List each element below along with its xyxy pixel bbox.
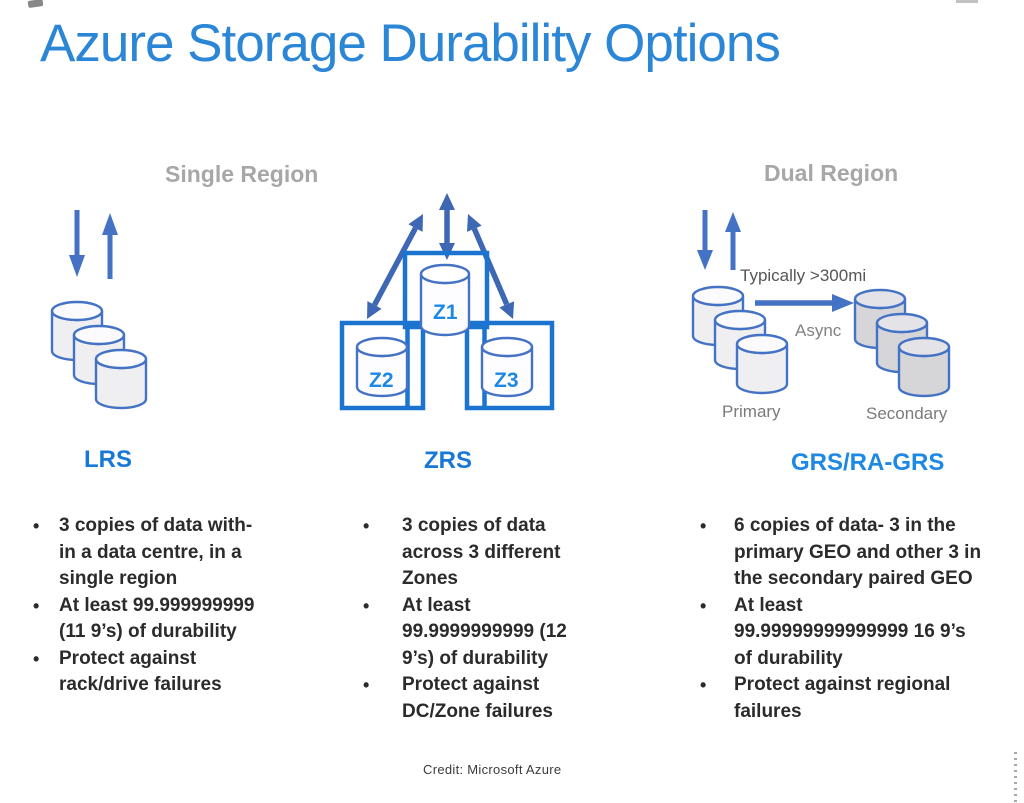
lrs-bullet-list: 3 copies of data with- in a data centre,… (30, 513, 320, 699)
storage-cylinder-stack-secondary (853, 288, 951, 398)
zone1-cylinder (419, 263, 471, 337)
zone-replication-arrows-icon (367, 193, 515, 319)
bullet-text: 3 copies of data across 3 different Zone… (402, 515, 561, 589)
lrs-diagram (50, 210, 148, 410)
bullet-text: At least 99.99999999999999 16 9’s of dur… (734, 594, 966, 669)
async-replication-arrow-icon (755, 294, 854, 312)
bullet-text: Protect against regional failures (734, 674, 951, 722)
lrs-label: LRS (84, 446, 132, 473)
zone3-box (464, 320, 555, 411)
bullet-item: Protect against rack/drive failures (30, 646, 320, 699)
zone3-label: Z3 (494, 369, 519, 392)
write-read-arrows-icon (69, 210, 118, 279)
storage-cylinder-stack-lrs (50, 300, 148, 410)
write-read-arrows-icon (697, 210, 741, 270)
bullet-item: 3 copies of data with- in a data centre,… (30, 513, 320, 593)
grs-label: GRS/RA-GRS (791, 449, 945, 476)
grs-diagram (691, 210, 951, 398)
storage-cylinder (735, 333, 789, 395)
grs-bullet-list: 6 copies of data- 3 in the primary GEO a… (697, 513, 1007, 725)
bullet-text: Protect against rack/drive failures (59, 647, 222, 696)
storage-cylinder (94, 348, 148, 410)
bullet-item: At least 99.999999999 (11 9’s) of durabi… (30, 593, 320, 646)
zrs-label: ZRS (424, 447, 472, 474)
dual-region-header: Dual Region (764, 160, 899, 186)
bullet-text: 6 copies of data- 3 in the primary GEO a… (734, 515, 982, 589)
bullet-item: Protect against regional failures (697, 672, 1007, 725)
secondary-label: Secondary (866, 404, 948, 423)
bullet-item: 3 copies of data across 3 different Zone… (360, 513, 610, 593)
zone2-box (339, 320, 426, 411)
primary-label: Primary (722, 402, 781, 421)
page-title: Azure Storage Durability Options (40, 14, 781, 73)
async-annotation: Async (795, 321, 842, 340)
credit-text: Credit: Microsoft Azure (423, 762, 562, 777)
bullet-text: 3 copies of data with- in a data centre,… (59, 515, 253, 589)
bullet-item: Protect against DC/Zone failures (360, 672, 610, 725)
scan-artifact-top-left (27, 0, 44, 9)
single-region-header: Single Region (165, 161, 319, 187)
zrs-bullet-list: 3 copies of data across 3 different Zone… (360, 513, 610, 725)
distance-annotation: Typically >300mi (740, 266, 867, 285)
scan-artifact-bottom-right (1014, 752, 1017, 803)
bullet-item: At least 99.99999999999999 16 9’s of dur… (697, 593, 1007, 673)
zone1-label: Z1 (433, 301, 458, 324)
storage-cylinder (897, 336, 951, 398)
bullet-text: At least 99.999999999 (11 9’s) of durabi… (59, 594, 255, 643)
bullet-text: Protect against DC/Zone failures (402, 674, 553, 722)
zrs-diagram: Z1 Z2 Z3 (339, 193, 555, 411)
scan-artifact-top-right (956, 0, 978, 3)
zone2-label: Z2 (369, 369, 394, 392)
bullet-text: At least 99.9999999999 (12 9’s) of durab… (402, 594, 567, 669)
bullet-item: At least 99.9999999999 (12 9’s) of durab… (360, 593, 610, 673)
bullet-item: 6 copies of data- 3 in the primary GEO a… (697, 513, 1007, 593)
